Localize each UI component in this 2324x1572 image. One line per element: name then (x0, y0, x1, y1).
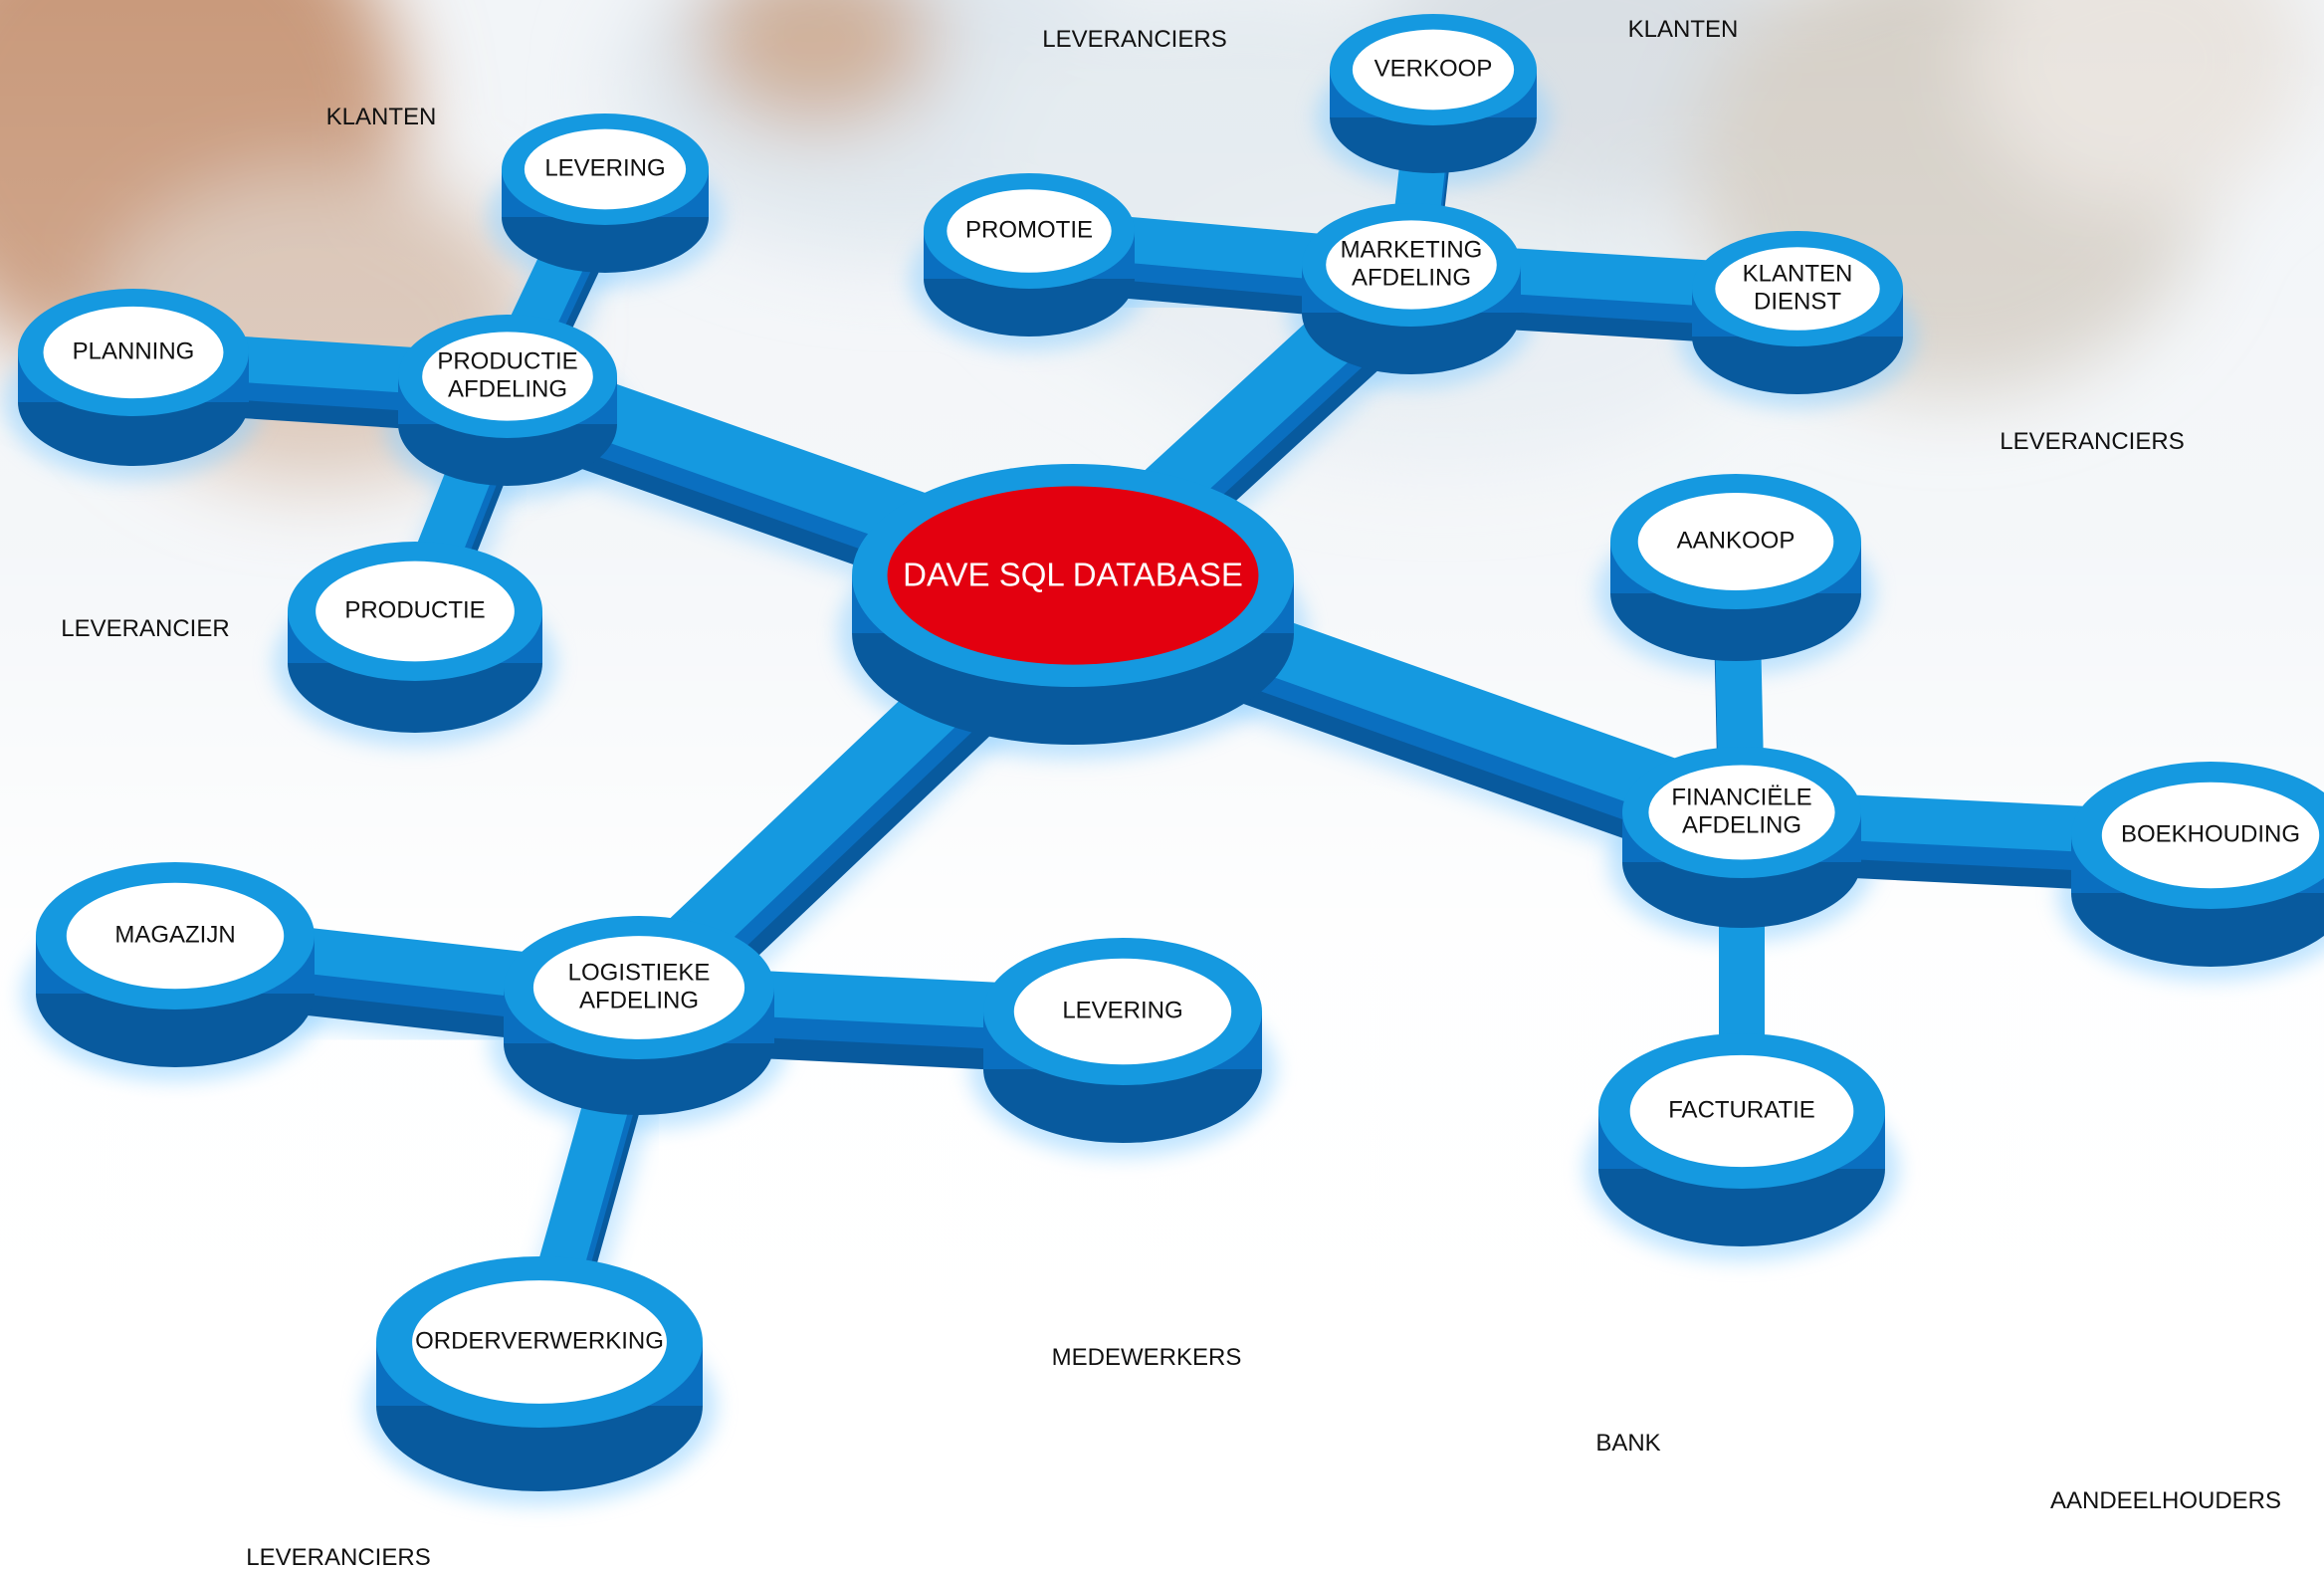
node-center (2101, 782, 2320, 889)
node-verkoop: VERKOOP (1330, 14, 1537, 173)
node-label: LEVERING (1062, 997, 1182, 1023)
node-planning: PLANNING (18, 289, 249, 466)
node-label: VERKOOP (1374, 55, 1493, 82)
node-center (1637, 493, 1834, 590)
node-label: PROMOTIE (965, 216, 1093, 243)
node-label: AFDELING (1352, 264, 1471, 291)
node-center (532, 936, 745, 1039)
node-center (1326, 220, 1497, 310)
node-label: BOEKHOUDING (2121, 820, 2300, 847)
node-center (43, 306, 224, 399)
node-boekhouding: BOEKHOUDING (2071, 762, 2324, 967)
outer-label-medewerkers: MEDEWERKERS (1051, 1344, 1242, 1371)
node-label: KLANTEN (1743, 260, 1853, 287)
node-center (1629, 1054, 1854, 1168)
outer-label-leveranciers-top: LEVERANCIERS (1042, 26, 1227, 53)
node-label: PRODUCTIE (344, 596, 485, 623)
node-aankoop: AANKOOP (1610, 474, 1861, 661)
node-center (1352, 29, 1515, 111)
node-label: PLANNING (73, 337, 195, 364)
node-orderverwerking: ORDERVERWERKING (376, 1256, 703, 1491)
outer-label-leverancier-left: LEVERANCIER (61, 615, 230, 642)
node-center (422, 332, 593, 421)
node-center (316, 561, 515, 662)
outer-label-leveranciers-bottom: LEVERANCIERS (246, 1544, 431, 1571)
node-label: FINANCIËLE (1671, 784, 1811, 810)
node-levering-top: LEVERING (502, 113, 709, 273)
node-label: PRODUCTIE (437, 347, 577, 374)
node-magazijn: MAGAZIJN (36, 862, 315, 1067)
node-promotie: PROMOTIE (924, 173, 1135, 337)
outer-label-klanten-left: KLANTEN (325, 104, 437, 130)
node-label: DIENST (1754, 288, 1841, 315)
node-label: ORDERVERWERKING (415, 1327, 664, 1354)
node-center (947, 189, 1112, 273)
node-facturatie: FACTURATIE (1598, 1033, 1885, 1246)
outer-label-bank: BANK (1595, 1430, 1661, 1457)
node-levering-bottom: LEVERING (983, 938, 1262, 1143)
node-productie: PRODUCTIE (288, 542, 542, 733)
node-label: AANKOOP (1677, 527, 1796, 554)
node-center (1013, 958, 1232, 1065)
node-label: LEVERING (544, 154, 665, 181)
hub-label: DAVE SQL DATABASE (903, 557, 1243, 593)
node-label: AFDELING (448, 375, 567, 402)
node-label: LOGISTIEKE (568, 959, 711, 986)
nodes: PRODUCTIEAFDELINGLEVERINGPLANNINGPRODUCT… (18, 14, 2324, 1491)
outer-label-aandeelhouders: AANDEELHOUDERS (2049, 1487, 2282, 1514)
node-label: FACTURATIE (1668, 1096, 1815, 1123)
node-label: AFDELING (1682, 811, 1801, 838)
node-label: MARKETING (1341, 236, 1483, 263)
node-label: AFDELING (579, 987, 699, 1013)
node-center (412, 1280, 667, 1404)
node-center (1715, 247, 1880, 331)
node-center (524, 128, 687, 210)
node-center (66, 882, 285, 990)
database-hub: DAVE SQL DATABASE (852, 464, 1294, 745)
outer-label-leveranciers-right: LEVERANCIERS (2000, 428, 2185, 455)
node-center (1648, 765, 1835, 860)
outer-label-klanten-top-right: KLANTEN (1627, 16, 1739, 43)
node-label: MAGAZIJN (114, 921, 235, 948)
hub-center (887, 486, 1259, 665)
